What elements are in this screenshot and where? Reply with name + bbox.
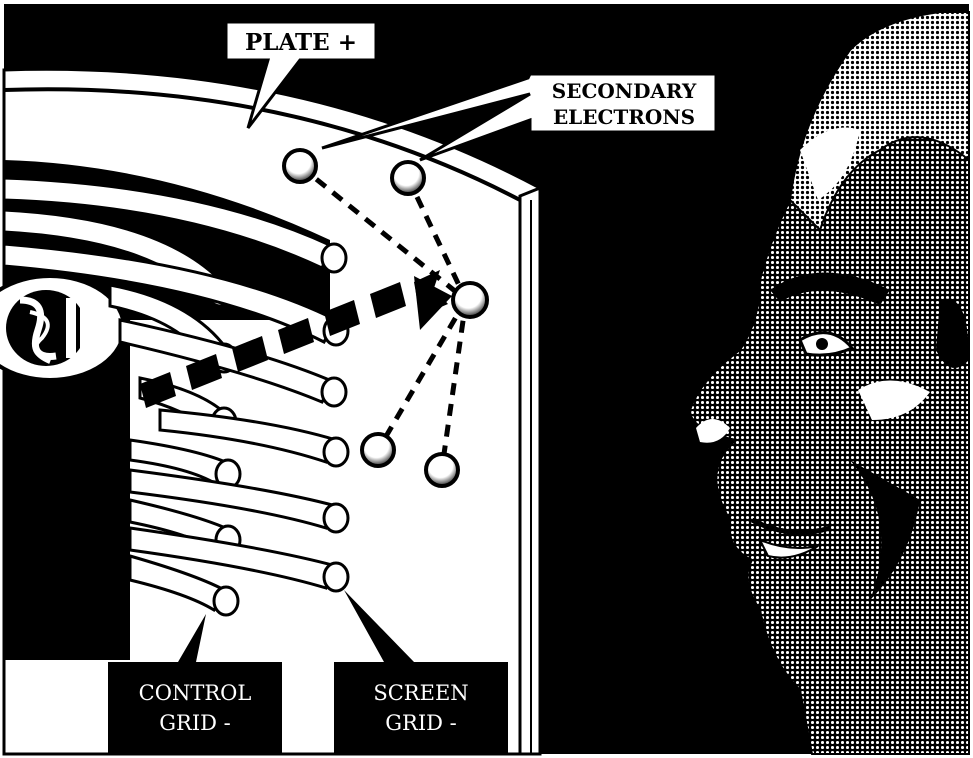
secondary-electrons-label-line1: SECONDARY (552, 79, 697, 103)
control-grid-label-line2: GRID - (159, 711, 231, 735)
secondary-electrons-label-line2: ELECTRONS (553, 105, 695, 129)
secondary-electron-3 (362, 434, 394, 466)
cathode-element (0, 276, 124, 380)
secondary-electron-1 (284, 150, 316, 182)
plate-label-text: PLATE + (245, 29, 357, 56)
control-grid-label-line1: CONTROL (139, 681, 252, 705)
secondary-electron-2 (392, 162, 424, 194)
screen-grid-label-line1: SCREEN (373, 681, 468, 705)
screen-grid-label-line2: GRID - (385, 711, 457, 735)
primary-electron-impact (453, 283, 487, 317)
secondary-electron-4 (426, 454, 458, 486)
